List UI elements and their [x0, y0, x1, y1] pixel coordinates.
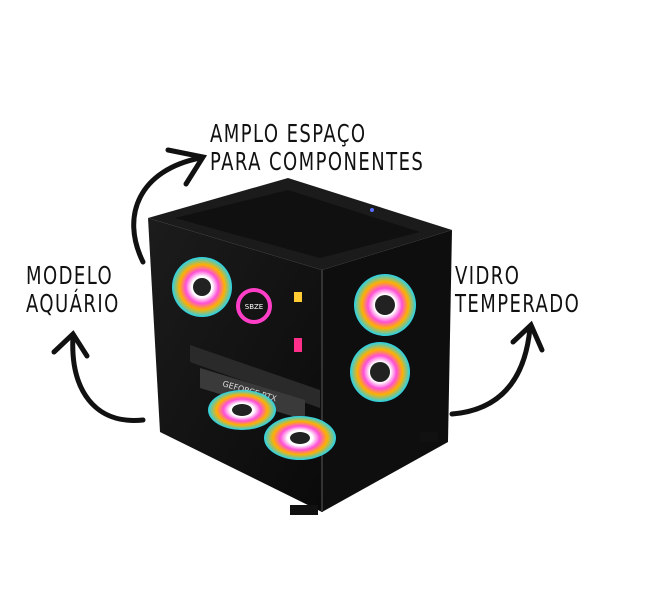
rgb-fan [354, 274, 416, 336]
label-line: VIDRO [455, 261, 521, 290]
pump-ring: SBZE [236, 288, 272, 324]
arrow-left-icon [51, 330, 146, 423]
rgb-fan [350, 342, 410, 402]
label-modelo-aquario: MODELO AQUÁRIO [26, 262, 120, 318]
rgb-fan [172, 257, 232, 317]
label-line: AQUÁRIO [26, 289, 120, 318]
label-line: MODELO [26, 261, 114, 290]
arrow-right-icon [449, 320, 545, 417]
label-line: TEMPERADO [455, 289, 581, 318]
label-vidro-temperado: VIDRO TEMPERADO [455, 262, 580, 318]
label-amplo-espaco: AMPLO ESPAÇO PARA COMPONENTES [210, 120, 424, 176]
power-led [370, 208, 374, 212]
label-line: PARA COMPONENTES [210, 147, 425, 176]
case-top-vent [175, 190, 420, 258]
rgb-fan [264, 416, 336, 460]
pump-logo: SBZE [245, 303, 263, 311]
case-foot [420, 432, 438, 442]
rgb-fan [208, 390, 276, 430]
psu-shroud [190, 345, 320, 408]
label-line: AMPLO ESPAÇO [210, 119, 367, 148]
rgb-strip [294, 292, 302, 302]
case-foot [290, 505, 318, 515]
arrow-top-icon [131, 147, 208, 265]
rgb-strip [294, 338, 302, 352]
